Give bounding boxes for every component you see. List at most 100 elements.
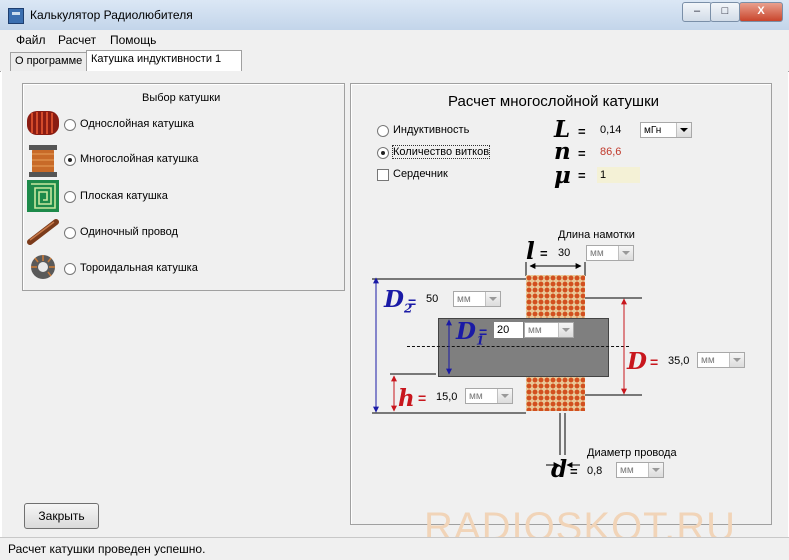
eq-D2: = xyxy=(408,294,417,310)
tab-content xyxy=(1,71,788,537)
permeability-field[interactable]: 1 xyxy=(597,167,640,183)
eq-h: = xyxy=(418,390,427,406)
tab-inductor[interactable]: Катушка индуктивности 1 xyxy=(86,50,242,72)
symbol-D2: D2 xyxy=(384,286,412,316)
wire-caption: Диаметр провода xyxy=(587,447,677,459)
inner-diameter-unit-value: мм xyxy=(528,325,542,336)
close-window-button[interactable]: X xyxy=(739,2,783,22)
symbol-D1-sub: 1 xyxy=(475,333,485,348)
inductance-unit-select[interactable]: мГн xyxy=(640,122,692,138)
outer-diameter-unit-select[interactable]: мм xyxy=(453,291,501,307)
label-single-wire: Одиночный провод xyxy=(80,226,178,238)
menu-bar: Файл Расчет Помощь xyxy=(0,30,789,50)
symbol-d: d xyxy=(551,456,568,483)
axis-line xyxy=(407,346,629,347)
winding-thickness-unit-value: мм xyxy=(469,391,483,402)
inductance-unit-value: мГн xyxy=(644,125,662,136)
inductance-field[interactable]: 0,14 xyxy=(600,124,622,136)
single-wire-icon xyxy=(27,219,59,245)
radio-multi-layer[interactable] xyxy=(64,154,76,166)
calc-group xyxy=(350,83,772,525)
multi-layer-coil-icon xyxy=(29,145,57,177)
chevron-down-icon xyxy=(618,246,633,260)
length-unit-value: мм xyxy=(590,248,604,259)
status-text: Расчет катушки проведен успешно. xyxy=(8,542,206,556)
symbol-l: l xyxy=(526,238,535,265)
coil-core xyxy=(438,318,609,377)
length-caption: Длина намотки xyxy=(558,229,635,241)
coil-icons xyxy=(27,111,59,279)
radio-mode-turns[interactable] xyxy=(377,147,389,159)
symbol-D2-sub: 2 xyxy=(403,301,413,316)
radio-flat[interactable] xyxy=(64,191,76,203)
symbol-D2-letter: D xyxy=(384,286,404,313)
chevron-down-icon xyxy=(648,463,663,477)
mean-diameter-unit-value: мм xyxy=(701,355,715,366)
coil-select-title: Выбор катушки xyxy=(142,92,221,104)
eq-l: = xyxy=(540,246,548,261)
menu-help[interactable]: Помощь xyxy=(110,33,157,47)
coil-select-group xyxy=(22,83,345,291)
radio-mode-inductance[interactable] xyxy=(377,125,389,137)
symbol-D1: D1 xyxy=(456,318,484,348)
label-mode-inductance: Индуктивность xyxy=(393,124,470,136)
inner-diameter-field[interactable]: 20 xyxy=(494,322,523,338)
chevron-down-icon xyxy=(676,123,691,137)
label-toroidal: Тороидальная катушка xyxy=(80,262,198,274)
window-title: Калькулятор Радиолюбителя xyxy=(30,8,193,22)
symbol-L: L xyxy=(554,116,571,143)
tab-about[interactable]: О программе xyxy=(10,52,94,71)
chevron-down-icon xyxy=(558,323,573,337)
mean-diameter-unit-select[interactable]: мм xyxy=(697,352,745,368)
label-mode-turns: Количество витков xyxy=(391,145,491,159)
coil-diagram xyxy=(372,262,642,455)
eq-D: = xyxy=(650,354,659,370)
minimize-button[interactable]: – xyxy=(682,2,712,22)
outer-diameter-field[interactable]: 50 xyxy=(426,293,439,305)
eq-d: = xyxy=(570,464,578,479)
label-flat: Плоская катушка xyxy=(80,190,168,202)
length-unit-select[interactable]: мм xyxy=(586,245,634,261)
symbol-h: h xyxy=(398,385,415,412)
flat-coil-icon xyxy=(27,180,59,212)
turns-value: 86,6 xyxy=(600,146,622,158)
symbol-n: n xyxy=(554,138,571,165)
label-single-layer: Однослойная катушка xyxy=(80,118,195,130)
dimension-arrows xyxy=(373,277,627,468)
symbol-mu: μ xyxy=(554,162,571,189)
status-bar: Расчет катушки проведен успешно. xyxy=(0,537,789,560)
tab-strip: О программе Катушка индуктивности 1 xyxy=(0,50,789,72)
eq-D1: = xyxy=(479,324,488,340)
chevron-down-icon xyxy=(497,389,512,403)
toroidal-coil-icon xyxy=(31,255,55,279)
chevron-down-icon xyxy=(485,292,500,306)
close-button[interactable]: Закрыть xyxy=(24,503,99,529)
label-multi-layer: Многослойная катушка xyxy=(80,153,199,165)
mean-diameter-value: 35,0 xyxy=(668,355,690,367)
inner-diameter-unit-select[interactable]: мм xyxy=(524,322,574,338)
wire-diameter-unit-value: мм xyxy=(620,465,634,476)
label-core: Сердечник xyxy=(393,168,448,180)
length-field[interactable]: 30 xyxy=(558,247,571,259)
maximize-button[interactable]: □ xyxy=(710,2,740,22)
winding-thickness-value: 15,0 xyxy=(436,391,458,403)
menu-calc[interactable]: Расчет xyxy=(58,33,97,47)
symbol-D: D xyxy=(627,348,647,375)
radio-single-wire[interactable] xyxy=(64,227,76,239)
eq-mu: = xyxy=(578,168,586,183)
eq-n: = xyxy=(578,146,586,161)
chevron-down-icon xyxy=(729,353,744,367)
core-checkbox[interactable] xyxy=(377,169,389,181)
winding-thickness-unit-select[interactable]: мм xyxy=(465,388,513,404)
symbol-D1-letter: D xyxy=(456,318,476,345)
title-bar: Калькулятор Радиолюбителя – □ X xyxy=(0,0,789,31)
outer-diameter-unit-value: мм xyxy=(457,294,471,305)
menu-file[interactable]: Файл xyxy=(16,33,46,47)
single-layer-coil-icon xyxy=(27,111,59,135)
calc-title: Расчет многослойной катушки xyxy=(448,93,660,110)
wire-diameter-field[interactable]: 0,8 xyxy=(587,465,603,477)
wire-diameter-unit-select[interactable]: мм xyxy=(616,462,664,478)
eq-L: = xyxy=(578,124,586,139)
radio-single-layer[interactable] xyxy=(64,119,76,131)
radio-toroidal[interactable] xyxy=(64,263,76,275)
